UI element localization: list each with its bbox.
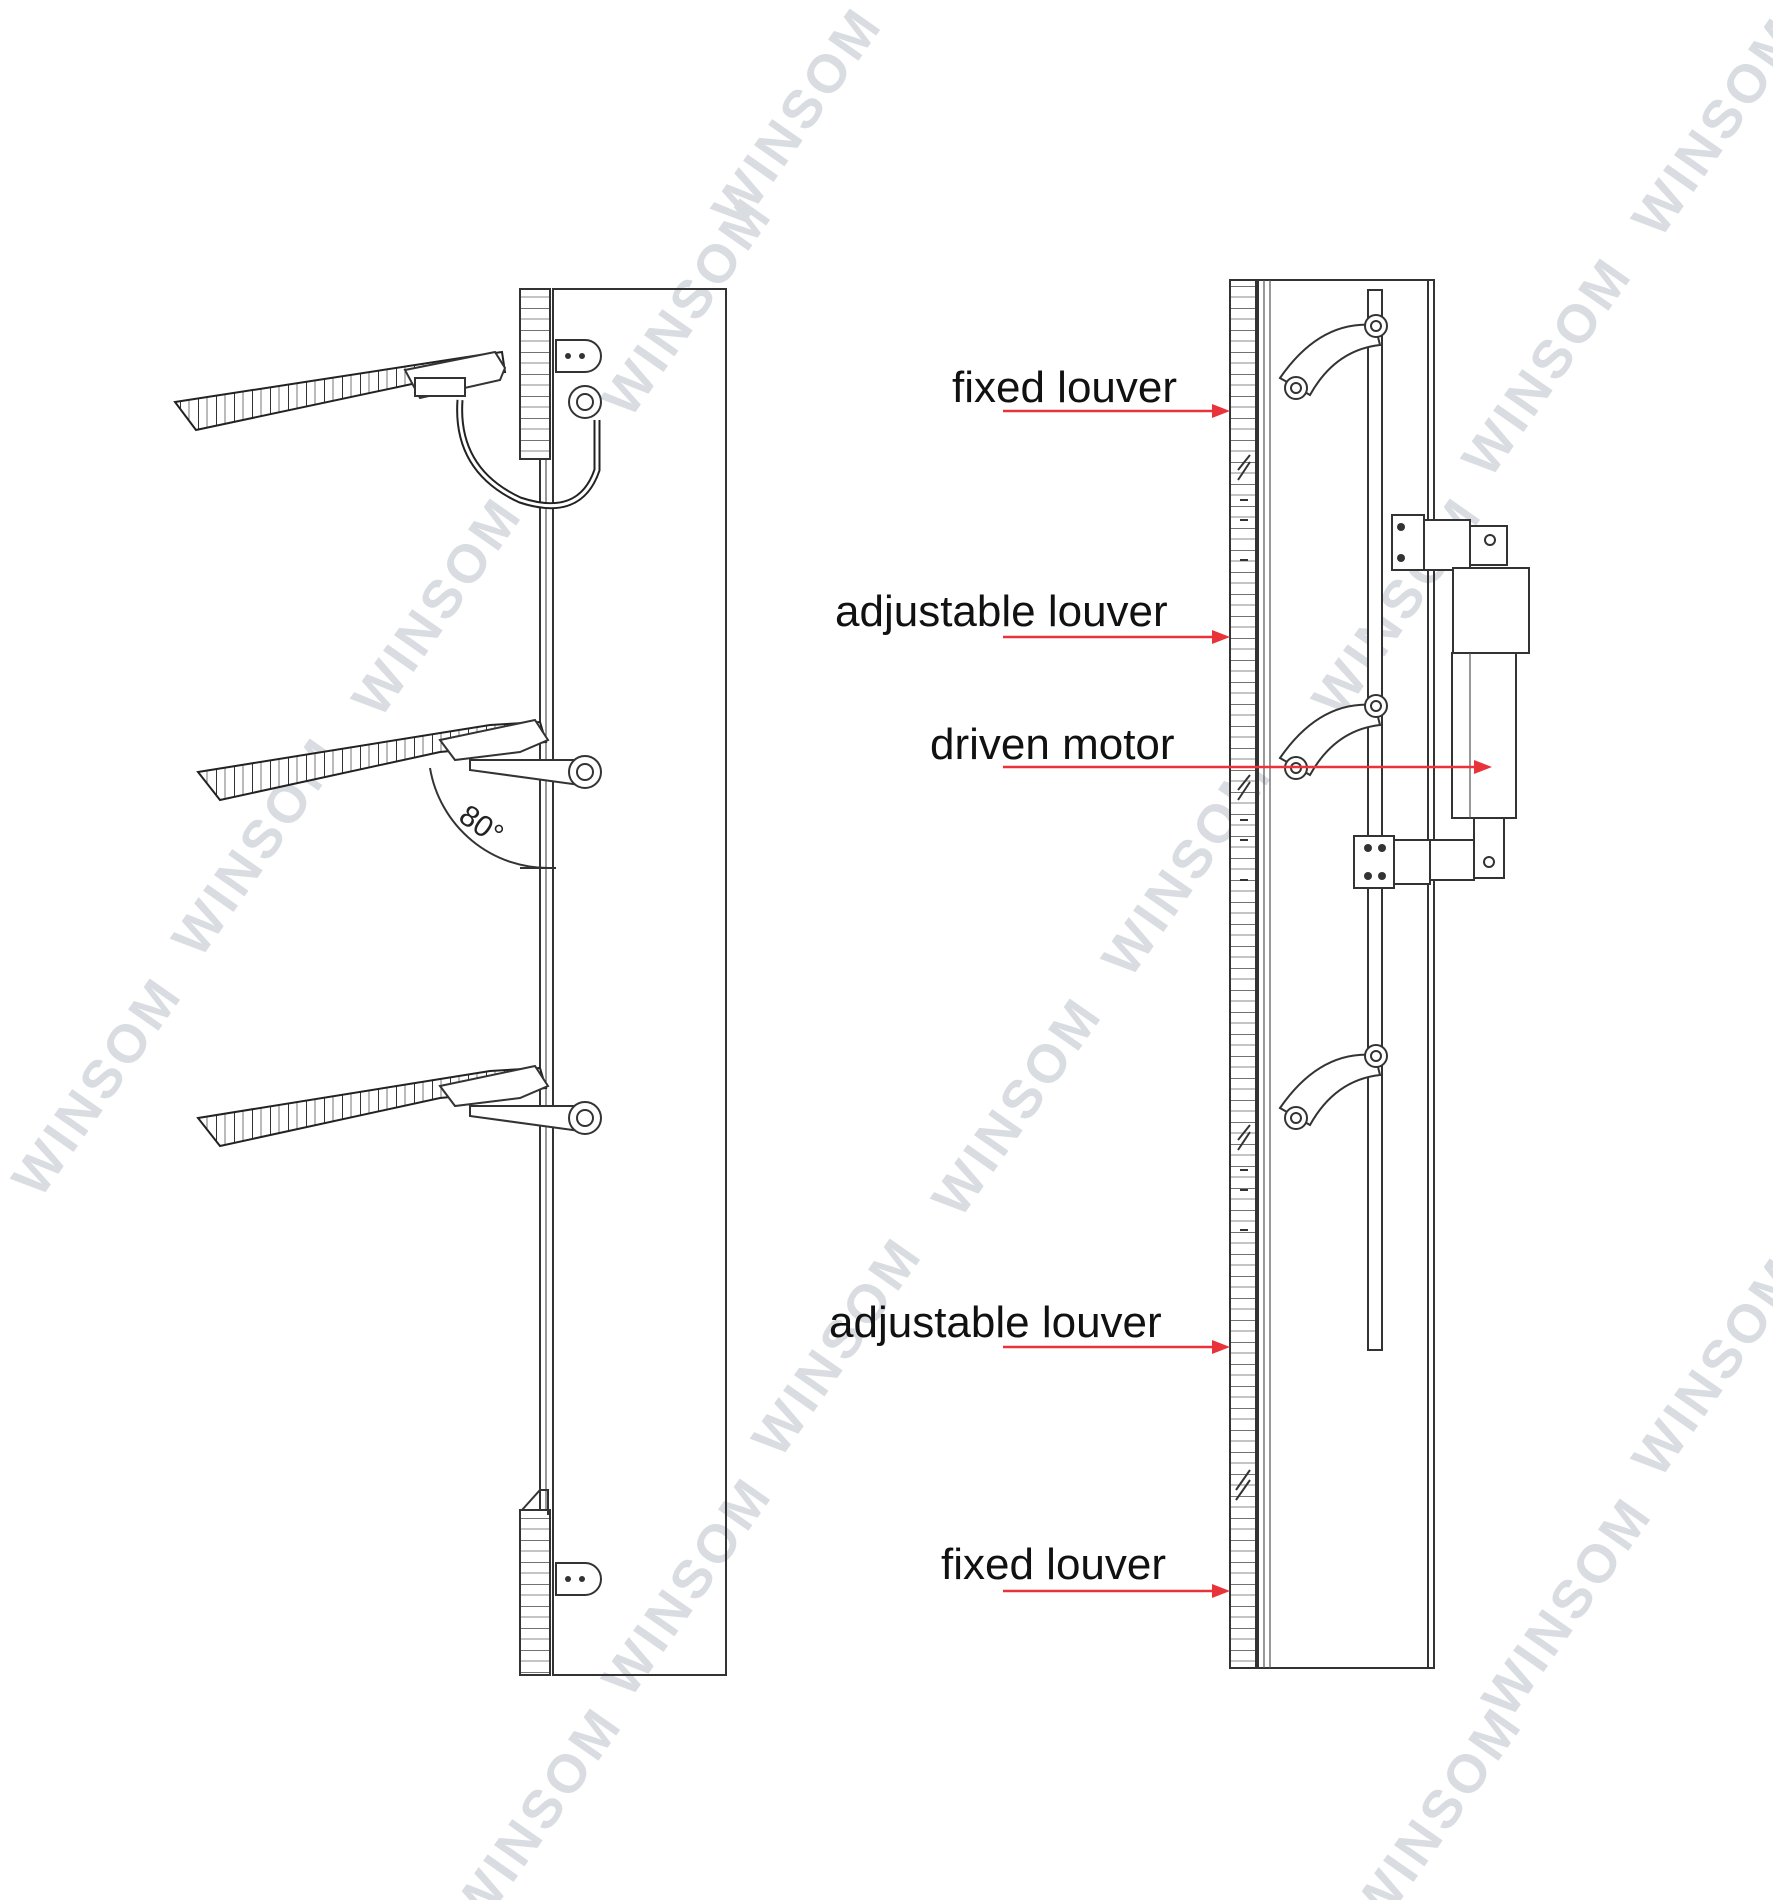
motor-body — [1452, 567, 1530, 654]
adjustable-blade-1 — [173, 350, 602, 510]
watermark: WINSOM — [341, 486, 535, 727]
callout-adjustable-louver-upper: adjustable louver — [835, 587, 1230, 644]
watermark: WINSOM — [591, 1466, 785, 1707]
watermark: WINSOM — [1, 966, 195, 1207]
top-fixed-louver — [519, 288, 551, 460]
callout-fixed-louver-bottom: fixed louver — [941, 1540, 1230, 1598]
label-fixed-louver-top: fixed louver — [952, 363, 1177, 412]
label-driven-motor: driven motor — [930, 720, 1175, 769]
frame-panel — [552, 288, 727, 1676]
hinge-plate-bottom — [555, 1562, 602, 1596]
label-fixed-louver-bottom: fixed louver — [941, 1540, 1166, 1589]
watermark: WINSOM — [1341, 1696, 1535, 1900]
watermark: WINSOM — [441, 1696, 635, 1900]
watermark: WINSOM — [921, 986, 1115, 1227]
hinge-plate-top — [555, 339, 602, 373]
right-front-view: fixed louver adjustable louver driven mo… — [829, 279, 1530, 1669]
drive-rod — [1367, 289, 1383, 1351]
adjustable-blade-3 — [196, 1064, 602, 1148]
angle-arc — [429, 767, 553, 870]
watermark: WINSOM — [1621, 6, 1773, 247]
callout-driven-motor: driven motor — [930, 720, 1492, 774]
crank-arm-1 — [1278, 314, 1388, 400]
louver-column — [1229, 279, 1257, 1669]
left-side-view: 80° — [173, 288, 727, 1676]
angle-label: 80° — [453, 799, 509, 852]
bottom-fixed-louver — [519, 1509, 551, 1676]
callout-fixed-louver-top: fixed louver — [952, 363, 1230, 418]
watermark: WINSOM — [1451, 246, 1645, 487]
watermark: WINSOM — [1471, 1486, 1665, 1727]
pivot-marks — [1235, 454, 1251, 1501]
motor-rod — [1473, 817, 1505, 879]
motor-cylinder — [1451, 652, 1517, 819]
watermark: WINSOM — [591, 186, 785, 427]
crank-arm-3 — [1278, 1044, 1388, 1130]
callout-adjustable-louver-lower: adjustable louver — [829, 1298, 1230, 1354]
label-adjustable-louver-lower: adjustable louver — [829, 1298, 1162, 1347]
right-frame — [1257, 279, 1435, 1669]
motor-actuator — [1353, 514, 1530, 889]
label-adjustable-louver-upper: adjustable louver — [835, 587, 1168, 636]
watermark: WINSOM — [1621, 1246, 1773, 1487]
